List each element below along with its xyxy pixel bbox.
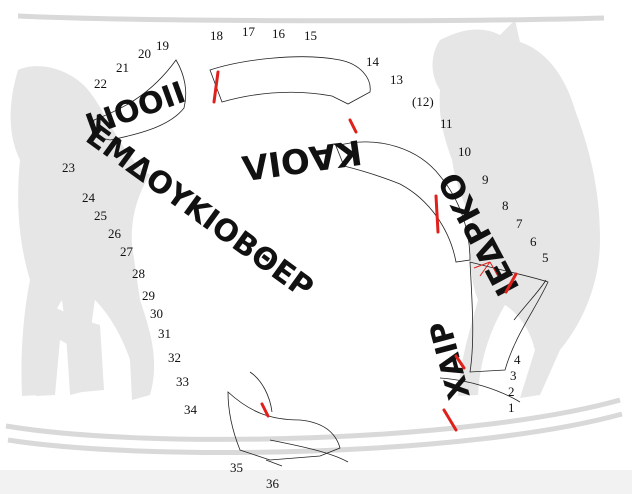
ref-number-22: 22 xyxy=(94,76,107,91)
ref-number-6: 6 xyxy=(530,234,537,249)
ref-number-36: 36 xyxy=(266,476,280,491)
ref-number-16: 16 xyxy=(272,26,286,41)
ref-number-34: 34 xyxy=(184,402,198,417)
ref-number-19: 19 xyxy=(156,38,169,53)
ref-number-10: 10 xyxy=(458,144,471,159)
top-rim-band xyxy=(18,16,604,21)
ref-number-21: 21 xyxy=(116,60,129,75)
ref-number-11: 11 xyxy=(440,116,453,131)
ref-number-5: 5 xyxy=(542,250,549,265)
ref-number-12: (12) xyxy=(412,94,434,109)
ref-number-33: 33 xyxy=(176,374,189,389)
ref-number-32: 32 xyxy=(168,350,181,365)
ref-number-20: 20 xyxy=(138,46,151,61)
ref-number-27: 27 xyxy=(120,244,134,259)
ref-number-2: 2 xyxy=(508,384,515,399)
ref-number-13: 13 xyxy=(390,72,403,87)
ref-number-31: 31 xyxy=(158,326,171,341)
ref-number-30: 30 xyxy=(150,306,163,321)
ref-number-7: 7 xyxy=(516,216,523,231)
ref-number-35: 35 xyxy=(230,460,243,475)
inscription-segment-13-17: ΚΑΟΙΛ xyxy=(239,131,365,187)
ref-number-24: 24 xyxy=(82,190,96,205)
ref-number-29: 29 xyxy=(142,288,155,303)
ref-number-18: 18 xyxy=(210,28,223,43)
ref-number-4: 4 xyxy=(514,352,521,367)
ref-number-14: 14 xyxy=(366,54,380,69)
ref-number-9: 9 xyxy=(482,172,489,187)
ref-number-15: 15 xyxy=(304,28,317,43)
ref-number-26: 26 xyxy=(108,226,122,241)
ref-number-25: 25 xyxy=(94,208,107,223)
ref-number-23: 23 xyxy=(62,160,75,175)
ref-number-3: 3 xyxy=(510,368,517,383)
bottom-band xyxy=(0,470,632,494)
ref-number-28: 28 xyxy=(132,266,145,281)
ref-number-1: 1 xyxy=(508,400,515,415)
ref-number-17: 17 xyxy=(242,24,256,39)
ref-number-8: 8 xyxy=(502,198,509,213)
